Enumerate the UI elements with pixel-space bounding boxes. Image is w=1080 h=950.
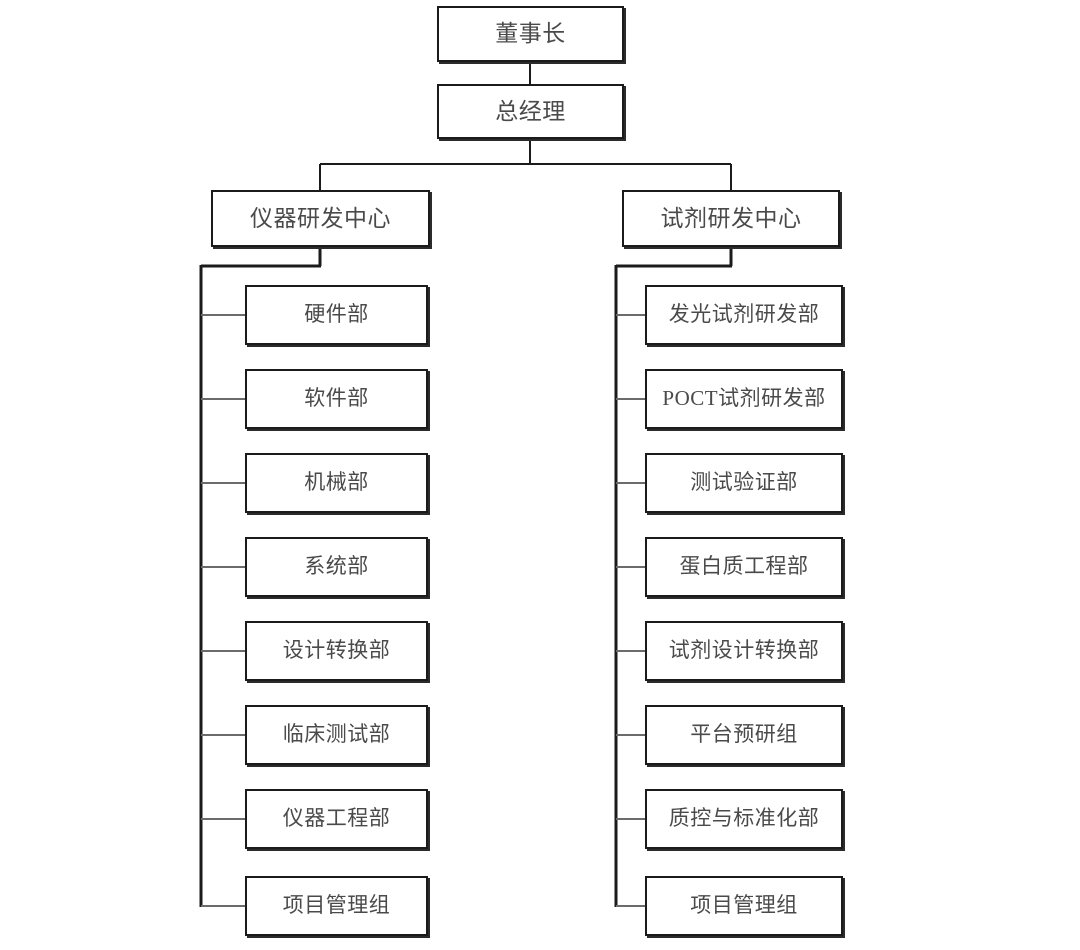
node-department[interactable]: 发光试剂研发部 [645, 285, 843, 345]
node-department-label: 临床测试部 [282, 722, 391, 747]
node-department-label: 发光试剂研发部 [668, 302, 820, 327]
node-department-label: 测试验证部 [690, 470, 798, 495]
node-department-label: 设计转换部 [282, 638, 391, 663]
node-department-label: 项目管理组 [282, 893, 391, 918]
node-department[interactable]: 测试验证部 [645, 453, 843, 513]
node-department-label: 质控与标准化部 [668, 806, 820, 831]
node-department-label: 系统部 [304, 554, 369, 579]
node-department-label: 项目管理组 [690, 893, 798, 918]
node-department[interactable]: 设计转换部 [245, 621, 428, 681]
node-instrument-center[interactable]: 仪器研发中心 [211, 190, 430, 247]
node-department[interactable]: 试剂设计转换部 [645, 621, 843, 681]
node-department-label: POCT试剂研发部 [662, 386, 826, 411]
node-department[interactable]: 质控与标准化部 [645, 789, 843, 849]
node-department[interactable]: 平台预研组 [645, 705, 843, 765]
node-department-label: 软件部 [304, 386, 369, 411]
node-department[interactable]: 仪器工程部 [245, 789, 428, 849]
node-department-label: 机械部 [304, 470, 369, 495]
node-department[interactable]: 机械部 [245, 453, 428, 513]
node-department-label: 蛋白质工程部 [679, 554, 809, 579]
node-department[interactable]: 蛋白质工程部 [645, 537, 843, 597]
node-department[interactable]: 项目管理组 [645, 876, 843, 936]
node-department[interactable]: 临床测试部 [245, 705, 428, 765]
node-reagent-center-label: 试剂研发中心 [660, 205, 802, 231]
node-reagent-center[interactable]: 试剂研发中心 [622, 190, 840, 247]
node-department[interactable]: POCT试剂研发部 [645, 369, 843, 429]
node-department[interactable]: 项目管理组 [245, 876, 428, 936]
node-instrument-center-label: 仪器研发中心 [250, 205, 391, 231]
node-department[interactable]: 系统部 [245, 537, 428, 597]
node-department-label: 硬件部 [304, 302, 369, 327]
node-department[interactable]: 硬件部 [245, 285, 428, 345]
node-chairman-label: 董事长 [495, 21, 566, 47]
node-department-label: 试剂设计转换部 [668, 638, 820, 663]
node-department-label: 仪器工程部 [282, 806, 391, 831]
node-chairman[interactable]: 董事长 [437, 6, 624, 62]
node-general-manager-label: 总经理 [495, 98, 566, 124]
node-department-label: 平台预研组 [690, 722, 798, 747]
node-department[interactable]: 软件部 [245, 369, 428, 429]
node-general-manager[interactable]: 总经理 [437, 84, 624, 139]
